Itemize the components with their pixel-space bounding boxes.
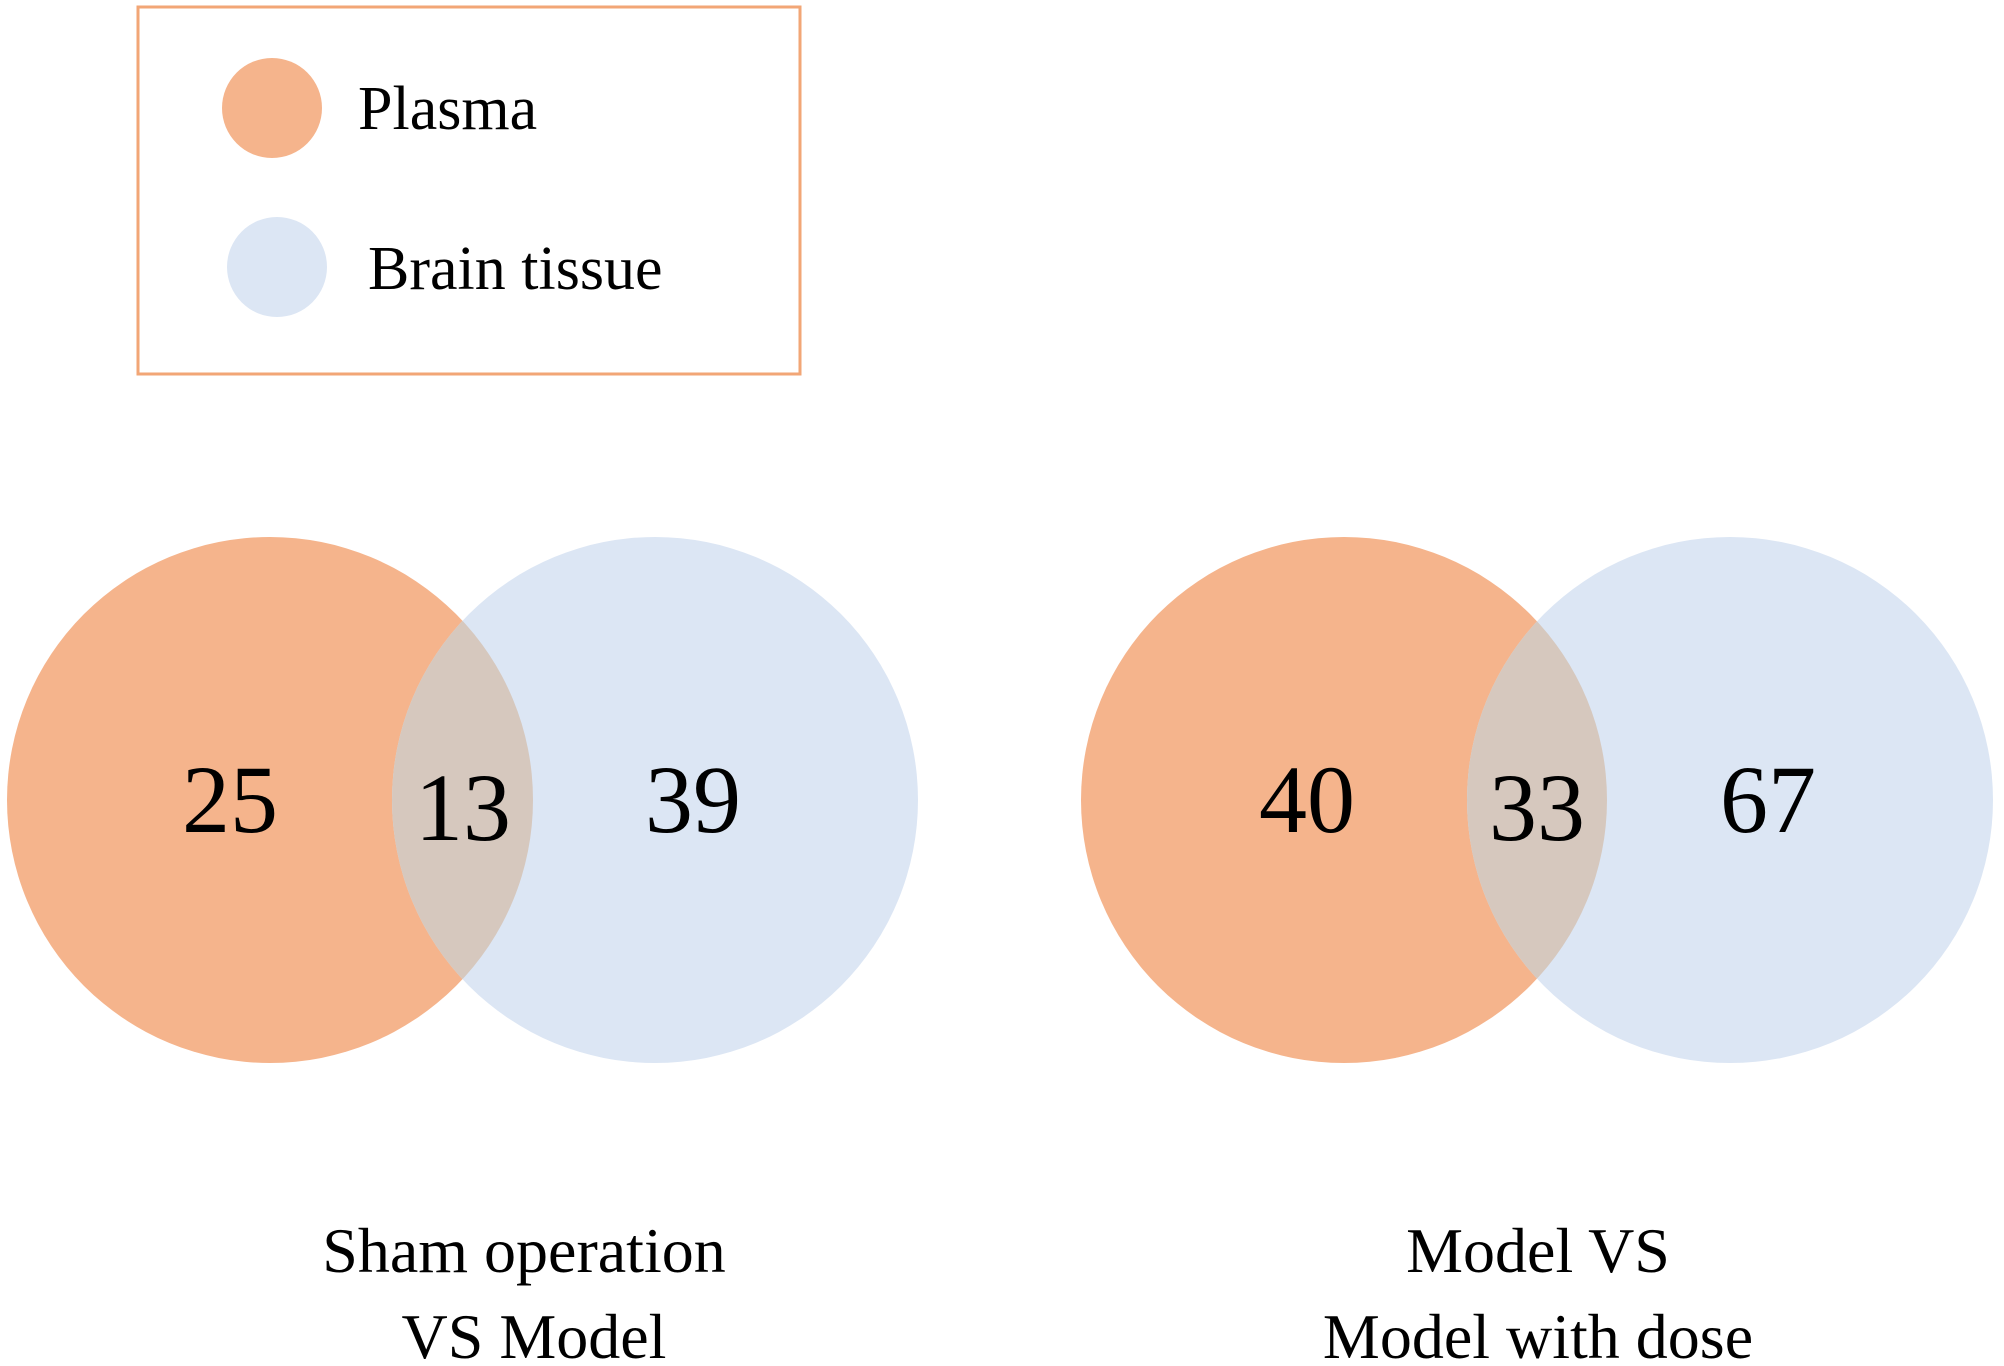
venn1-overlap-count: 13 — [415, 754, 511, 861]
legend-label-plasma: Plasma — [358, 75, 537, 143]
venn2-caption-line2: Model with dose — [1323, 1301, 1753, 1366]
venn-diagram-model-vs-dose: 40 33 67 Model VS Model with dose — [1081, 537, 1993, 1366]
venn1-plasma-only-count: 25 — [182, 746, 278, 853]
venn2-plasma-circle — [1081, 537, 1607, 1063]
venn1-brain-tissue-only-count: 39 — [645, 746, 741, 853]
venn2-plasma-only-count: 40 — [1259, 746, 1355, 853]
venn2-brain-tissue-circle — [1467, 537, 1993, 1063]
legend-label-brain-tissue: Brain tissue — [368, 235, 662, 303]
legend: Plasma Brain tissue — [136, 5, 802, 376]
venn2-caption-line1: Model VS — [1406, 1215, 1670, 1286]
legend-swatch-brain-tissue — [227, 217, 327, 317]
venn2-brain-tissue-only-count: 67 — [1720, 746, 1816, 853]
venn1-plasma-circle — [7, 537, 533, 1063]
venn1-brain-tissue-circle — [392, 537, 918, 1063]
venn1-caption-line2: VS Model — [402, 1301, 667, 1366]
venn-diagram-sham-vs-model: 25 13 39 Sham operation VS Model — [7, 537, 918, 1366]
venn1-caption-line1: Sham operation — [322, 1215, 725, 1286]
venn2-overlap-count: 33 — [1489, 754, 1585, 861]
legend-swatch-plasma — [222, 58, 322, 158]
legend-frame — [136, 5, 802, 376]
